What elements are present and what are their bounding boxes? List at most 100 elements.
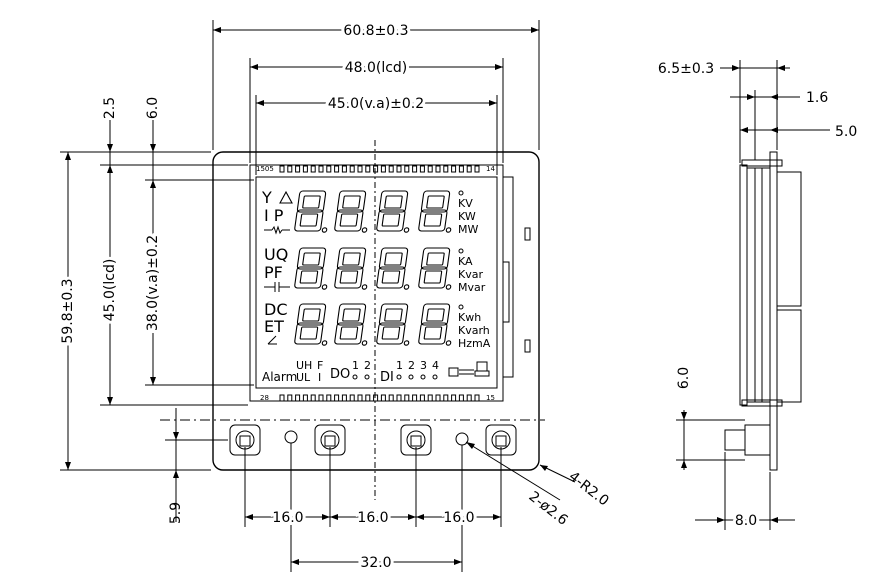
- pin: [474, 394, 480, 402]
- alarm-label: Alarm: [262, 370, 297, 384]
- unit-kw: KW: [458, 210, 476, 223]
- seven-segment-digit: [418, 247, 452, 290]
- pin: [412, 394, 418, 402]
- pin: [396, 394, 402, 402]
- pin: [302, 165, 308, 173]
- dim-va-width-label: 45.0(v.a)±0.2: [328, 96, 424, 112]
- pin: [474, 165, 480, 173]
- dim-overall-height-label: 59.8±0.3: [60, 278, 76, 343]
- seven-segment-digit: [334, 247, 368, 290]
- i-label: I: [318, 371, 321, 384]
- dim-pitch-1-label: 16.0: [272, 510, 303, 526]
- lcd-side-tab: [502, 176, 514, 378]
- side-1-6-label: 1.6: [806, 90, 828, 106]
- pin: [380, 165, 386, 173]
- side-thickness-label: 6.5±0.3: [658, 61, 714, 77]
- pin: [388, 165, 394, 173]
- di-indicator-1: [396, 374, 402, 380]
- seven-segment-digit: [294, 190, 328, 233]
- side-6-0-label: 6.0: [676, 367, 692, 389]
- lcd-connector-notch: [502, 261, 510, 323]
- pin: [419, 394, 425, 402]
- do-num-1: 1: [352, 359, 359, 372]
- pin: [404, 165, 410, 173]
- pin: [287, 165, 293, 173]
- pin: [349, 165, 355, 173]
- unit-kvarh: Kvarh: [458, 324, 490, 337]
- pin: [435, 165, 441, 173]
- do-num-2: 2: [364, 359, 371, 372]
- pin: [357, 165, 363, 173]
- side-lcd-frame: [746, 167, 771, 403]
- pin: [451, 165, 457, 173]
- unit-mw: MW: [458, 223, 478, 236]
- pin: [310, 394, 316, 402]
- pin-14-label: 14: [486, 165, 495, 173]
- dim-2-5-label: 2.5: [102, 97, 118, 119]
- dim-lcd-width-label: 48.0(lcd): [345, 60, 408, 76]
- pin: [349, 394, 355, 402]
- seven-segment-digit: [294, 303, 328, 346]
- dim-bottom-lines: [244, 441, 576, 572]
- pin: [318, 165, 324, 173]
- pin: [341, 165, 347, 173]
- pin-strip-top: [279, 165, 480, 173]
- mount-hole-left: [284, 430, 298, 444]
- pin: [365, 165, 371, 173]
- seven-segment-digit: [376, 303, 410, 346]
- side-bottom-pin: [741, 399, 783, 407]
- side-component-upper: [776, 171, 802, 307]
- mount-hole-right: [455, 432, 469, 446]
- unit-degree-dot: [458, 304, 464, 310]
- seven-segment-digits: [294, 190, 452, 346]
- pin: [443, 394, 449, 402]
- di-indicator-2: [408, 374, 414, 380]
- pin: [412, 165, 418, 173]
- pin: [341, 394, 347, 402]
- ul-label: UL: [296, 371, 311, 384]
- pin: [334, 394, 340, 402]
- seven-segment-digit: [418, 190, 452, 233]
- pin-28-label: 28: [260, 394, 269, 402]
- dim-6-0-label: 6.0: [145, 97, 161, 119]
- pin: [419, 165, 425, 173]
- pin: [388, 394, 394, 402]
- pin: [295, 394, 301, 402]
- seven-segment-digit: [334, 303, 368, 346]
- dim-overall-width-label: 60.8±0.3: [343, 23, 408, 39]
- di-num-4: 4: [432, 359, 439, 372]
- side-pcb: [769, 151, 778, 471]
- dim-5-9-label: 5.9: [168, 502, 184, 524]
- f-label: F: [317, 359, 323, 372]
- di-num-2: 2: [408, 359, 415, 372]
- side-button-cap: [724, 429, 746, 451]
- angle-icon: [267, 335, 277, 345]
- pin: [435, 394, 441, 402]
- pin: [427, 165, 433, 173]
- row3-units: Kwh Kvarh HzmA: [458, 304, 491, 350]
- pin: [326, 165, 332, 173]
- dim-pitch-2-label: 16.0: [357, 510, 388, 526]
- unit-degree-dot: [458, 248, 464, 254]
- di-num-1: 1: [396, 359, 403, 372]
- di-indicator-4: [432, 374, 438, 380]
- resistor-icon: [264, 225, 290, 235]
- seven-segment-digit: [376, 190, 410, 233]
- pin: [396, 165, 402, 173]
- unit-kvar: Kvar: [458, 268, 483, 281]
- unit-mvar: Mvar: [458, 281, 486, 294]
- pin: [466, 394, 472, 402]
- di-indicator-3: [420, 374, 426, 380]
- dim-va-height-label: 38.0(v.a)±0.2: [145, 235, 161, 331]
- dim-va-width: [255, 95, 498, 175]
- pin: [466, 165, 472, 173]
- unit-ka: KA: [458, 255, 473, 268]
- pin: [310, 165, 316, 173]
- pin: [373, 165, 379, 173]
- row1-units: KV KW MW: [458, 190, 478, 236]
- row2-prefix-a: UQ: [264, 245, 288, 264]
- row1-prefix-a: Y: [261, 188, 272, 207]
- uh-label: UH: [296, 359, 312, 372]
- pin-label-top: 1505: [256, 165, 274, 173]
- pin: [334, 165, 340, 173]
